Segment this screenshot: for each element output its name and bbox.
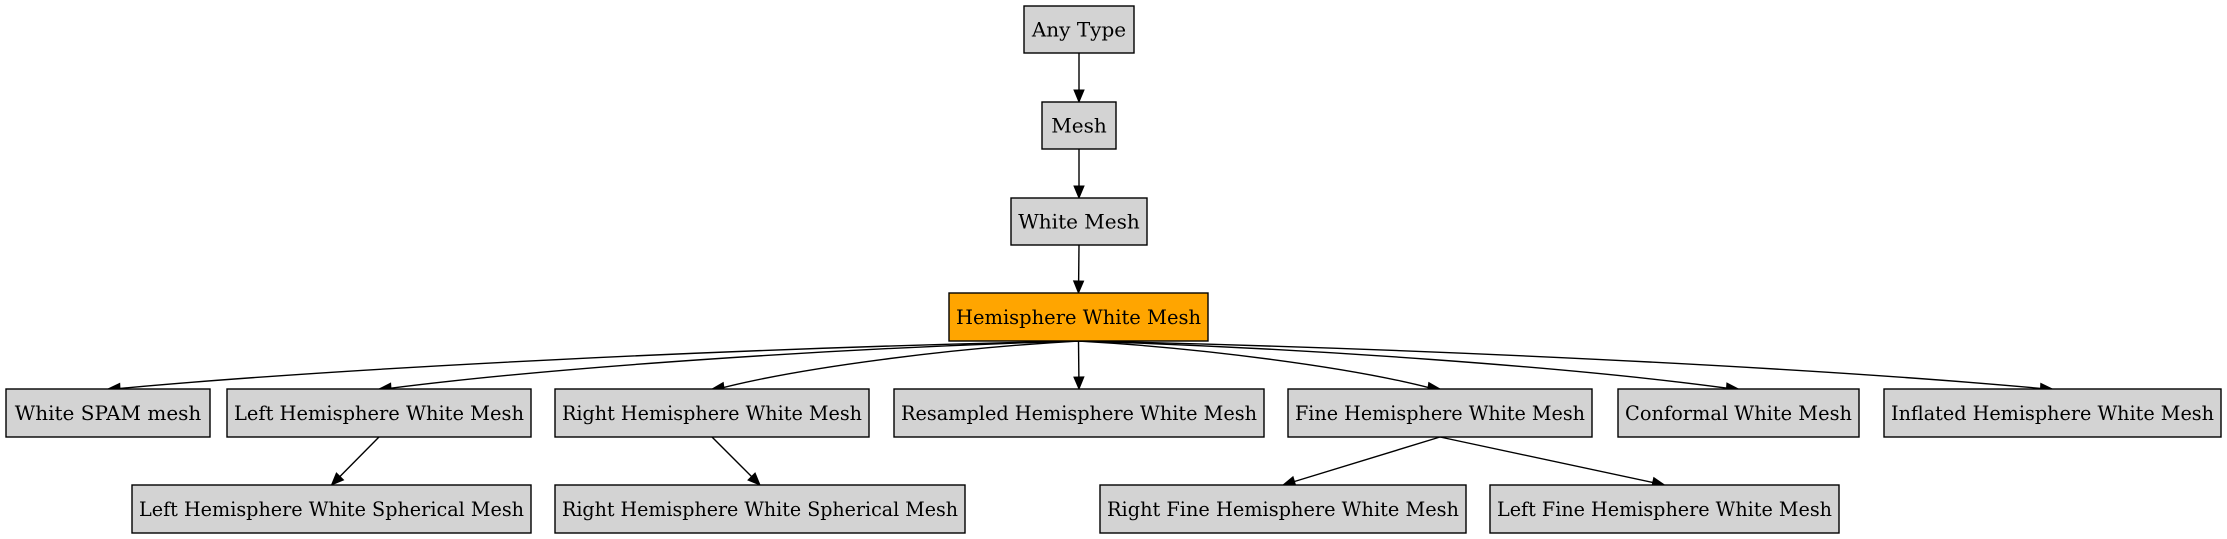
node-fine: Fine Hemisphere White Mesh (1287, 388, 1593, 438)
edge-hemi-to-resampled (1073, 340, 1085, 391)
edge-line (339, 436, 380, 477)
node-box (1041, 101, 1117, 150)
node-label: Inflated Hemisphere White Mesh (1891, 401, 2214, 425)
node-label: White Mesh (1018, 210, 1140, 234)
node-left-sph: Left Hemisphere White Spherical Mesh (131, 484, 532, 534)
node-label: White SPAM mesh (15, 401, 202, 425)
node-label: Fine Hemisphere White Mesh (1295, 401, 1585, 425)
node-label: Hemisphere White Mesh (956, 305, 1201, 329)
node-label: Conformal White Mesh (1625, 401, 1852, 425)
edge-line (119, 340, 1079, 390)
node-box (131, 484, 532, 534)
edge-any-to-mesh (1073, 53, 1085, 104)
node-white-mesh: White Mesh (1010, 197, 1148, 246)
arrowhead (1073, 185, 1085, 200)
node-label: Right Hemisphere White Spherical Mesh (562, 497, 958, 521)
node-box (554, 484, 966, 534)
edge-line (1294, 436, 1441, 483)
arrowhead (1072, 280, 1085, 295)
node-right-sph: Right Hemisphere White Spherical Mesh (554, 484, 966, 534)
node-box (948, 292, 1209, 342)
arrowhead (1073, 376, 1085, 391)
edge-line (1078, 340, 1429, 389)
node-box (1489, 484, 1840, 534)
edge-line (390, 340, 1079, 389)
node-left-fine: Left Fine Hemisphere White Mesh (1489, 484, 1840, 534)
node-label: Any Type (1031, 18, 1126, 42)
node-inflated: Inflated Hemisphere White Mesh (1883, 388, 2222, 438)
node-any: Any Type (1023, 5, 1135, 54)
node-box (1617, 388, 1860, 438)
edge-white-mesh-to-hemi (1072, 244, 1085, 295)
node-right-hemi: Right Hemisphere White Mesh (554, 388, 870, 438)
node-box (1883, 388, 2222, 438)
edge-right-hemi-to-right-sph (711, 436, 761, 486)
edge-fine-to-left-fine (1439, 436, 1666, 489)
node-label: Right Hemisphere White Mesh (562, 401, 862, 425)
node-hemi: Hemisphere White Mesh (948, 292, 1209, 342)
node-conformal: Conformal White Mesh (1617, 388, 1860, 438)
edge-hemi-to-inflated (1078, 340, 2054, 395)
node-resampled: Resampled Hemisphere White Mesh (893, 388, 1265, 438)
node-box (554, 388, 870, 438)
arrowhead (330, 472, 345, 486)
edge-line (1078, 340, 1727, 389)
edge-line (711, 436, 753, 478)
node-label: Left Fine Hemisphere White Mesh (1497, 497, 1832, 521)
node-box (1023, 5, 1135, 54)
node-label: Left Hemisphere White Spherical Mesh (139, 497, 524, 521)
arrowhead (747, 472, 761, 486)
node-box (1287, 388, 1593, 438)
node-spam: White SPAM mesh (5, 388, 211, 438)
edge-line (1439, 436, 1653, 484)
edge-line (723, 340, 1079, 389)
node-left-hemi: Left Hemisphere White Mesh (226, 388, 532, 438)
edge-fine-to-right-fine (1281, 436, 1441, 487)
node-label: Resampled Hemisphere White Mesh (901, 401, 1257, 425)
node-box (1099, 484, 1467, 534)
node-box (226, 388, 532, 438)
node-label: Right Fine Hemisphere White Mesh (1107, 497, 1459, 521)
node-box (893, 388, 1265, 438)
arrowhead (1073, 89, 1085, 104)
node-box (5, 388, 211, 438)
edge-line (1078, 340, 2041, 390)
node-label: Mesh (1051, 114, 1107, 138)
edge-left-hemi-to-left-sph (330, 436, 380, 486)
node-label: Left Hemisphere White Mesh (234, 401, 524, 425)
edge-mesh-to-white-mesh (1073, 149, 1085, 200)
node-mesh: Mesh (1041, 101, 1117, 150)
node-box (1010, 197, 1148, 246)
node-right-fine: Right Fine Hemisphere White Mesh (1099, 484, 1467, 534)
